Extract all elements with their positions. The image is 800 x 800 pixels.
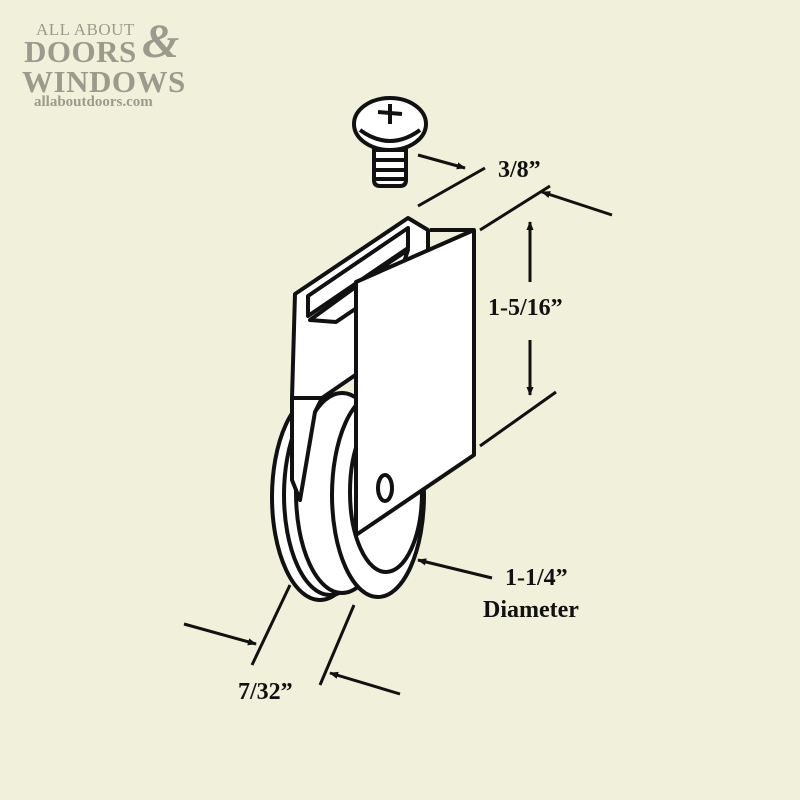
logo-ampersand: & (142, 15, 180, 68)
dimension-label-screw-width: 3/8” (498, 157, 541, 183)
dimension-caption-diameter: Diameter (483, 597, 579, 623)
dimension-label-wheel-width: 7/32” (238, 679, 293, 705)
logo-line-doors: DOORS (24, 34, 137, 69)
logo-line-windows: WINDOWS (22, 64, 186, 99)
logo-url: allaboutdoors.com (34, 94, 153, 110)
dimension-label-wheel-diameter: 1-1/4” (505, 565, 568, 591)
screw-icon (352, 96, 428, 188)
bracket-icon (290, 216, 476, 537)
dimension-lines (183, 153, 613, 696)
dimension-label-bracket-height: 1-5/16” (488, 295, 563, 321)
logo-line-all-about: ALL ABOUT (36, 20, 135, 39)
